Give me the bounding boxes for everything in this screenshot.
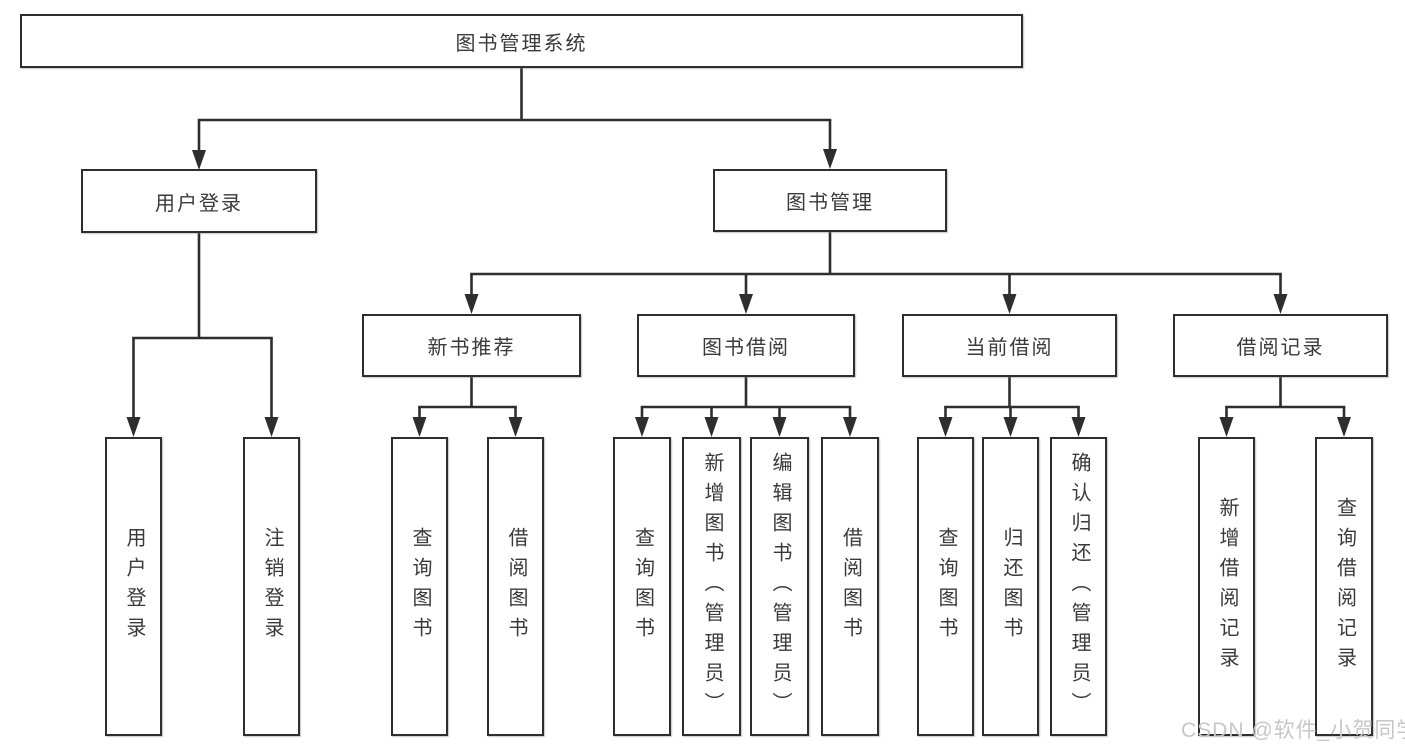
node-root-library-system: 图书管理系统 bbox=[20, 14, 1023, 68]
node-section-book-borrow: 图书借阅 bbox=[637, 314, 855, 377]
arrowhead-down-icon bbox=[1002, 294, 1017, 314]
arrowhead-down-icon bbox=[1219, 417, 1234, 437]
arrowhead-down-icon bbox=[1071, 417, 1086, 437]
arrowhead-down-icon bbox=[843, 417, 857, 437]
node-branch-user-login: 用户登录 bbox=[81, 169, 317, 233]
connector-book-borrow-to-leaves bbox=[635, 377, 857, 437]
node-leaf-borrow-book: 借阅图书 bbox=[487, 437, 544, 736]
connector-user-login-to-leaves bbox=[126, 233, 279, 437]
node-branch-book-management: 图书管理 bbox=[713, 169, 947, 232]
node-label: 新书推荐 bbox=[427, 337, 516, 359]
connector-book-mgmt-to-sections bbox=[464, 232, 1288, 314]
node-label: 图书借阅 bbox=[702, 337, 790, 359]
arrowhead-down-icon bbox=[739, 294, 753, 314]
node-leaf-logout: 注销登录 bbox=[243, 437, 300, 736]
connector-new-book-to-leaves bbox=[412, 377, 523, 437]
node-label: 确认归还（管理员） bbox=[1068, 451, 1090, 722]
arrowhead-down-icon bbox=[464, 294, 479, 314]
arrowhead-down-icon bbox=[823, 149, 837, 169]
node-section-new-book-recommend: 新书推荐 bbox=[362, 314, 581, 377]
arrowhead-down-icon bbox=[508, 417, 523, 437]
arrowhead-down-icon bbox=[772, 417, 787, 437]
connector-root-to-level2 bbox=[192, 68, 837, 170]
node-label: 用户登录 bbox=[155, 192, 243, 215]
arrowhead-down-icon bbox=[412, 417, 427, 437]
node-label: 图书管理 bbox=[786, 192, 874, 214]
arrowhead-down-icon bbox=[1273, 294, 1288, 314]
node-label: 当前借阅 bbox=[965, 337, 1054, 359]
node-leaf-query-book: 查询图书 bbox=[391, 437, 448, 736]
node-leaf-query-borrow-record: 查询借阅记录 bbox=[1315, 437, 1373, 736]
arrowhead-down-icon bbox=[704, 417, 719, 437]
arrowhead-down-icon bbox=[938, 417, 953, 437]
node-label: 图书管理系统 bbox=[455, 32, 588, 55]
node-label: 查询借阅记录 bbox=[1333, 496, 1356, 677]
node-label: 新增借阅记录 bbox=[1216, 496, 1238, 677]
node-label: 新增图书（管理员） bbox=[701, 451, 723, 722]
node-leaf-user-login: 用户登录 bbox=[105, 437, 162, 736]
node-label: 借阅图书 bbox=[839, 526, 862, 647]
node-label: 查询图书 bbox=[935, 526, 957, 647]
node-section-current-borrow: 当前借阅 bbox=[902, 314, 1117, 377]
node-leaf-confirm-return-admin: 确认归还（管理员） bbox=[1050, 437, 1107, 736]
connector-current-borrow-to-leaves bbox=[938, 377, 1086, 437]
node-label: 查询图书 bbox=[631, 526, 654, 647]
node-leaf-query-book: 查询图书 bbox=[613, 437, 671, 736]
arrowhead-down-icon bbox=[126, 417, 141, 437]
node-leaf-query-book: 查询图书 bbox=[917, 437, 974, 736]
node-label: 借阅图书 bbox=[505, 526, 527, 647]
arrowhead-down-icon bbox=[192, 150, 206, 170]
node-section-borrow-records: 借阅记录 bbox=[1173, 314, 1388, 377]
arrowhead-down-icon bbox=[635, 417, 649, 437]
node-label: 借阅记录 bbox=[1236, 337, 1325, 359]
node-leaf-borrow-book: 借阅图书 bbox=[821, 437, 879, 736]
csdn-watermark: CSDN @软件_小贺同学 bbox=[1181, 719, 1405, 742]
arrowhead-down-icon bbox=[1003, 417, 1018, 437]
arrowhead-down-icon bbox=[1337, 417, 1351, 437]
connector-borrow-records-to-leaves bbox=[1219, 377, 1351, 437]
node-label: 查询图书 bbox=[409, 526, 431, 647]
node-label: 编辑图书（管理员） bbox=[769, 451, 791, 722]
node-leaf-add-book-admin: 新增图书（管理员） bbox=[682, 437, 741, 736]
node-label: 归还图书 bbox=[1000, 526, 1022, 647]
node-leaf-edit-book-admin: 编辑图书（管理员） bbox=[750, 437, 809, 736]
node-label: 用户登录 bbox=[123, 526, 145, 647]
node-label: 注销登录 bbox=[261, 526, 283, 647]
node-leaf-return-book: 归还图书 bbox=[982, 437, 1039, 736]
arrowhead-down-icon bbox=[264, 417, 279, 437]
node-leaf-add-borrow-record: 新增借阅记录 bbox=[1198, 437, 1255, 736]
